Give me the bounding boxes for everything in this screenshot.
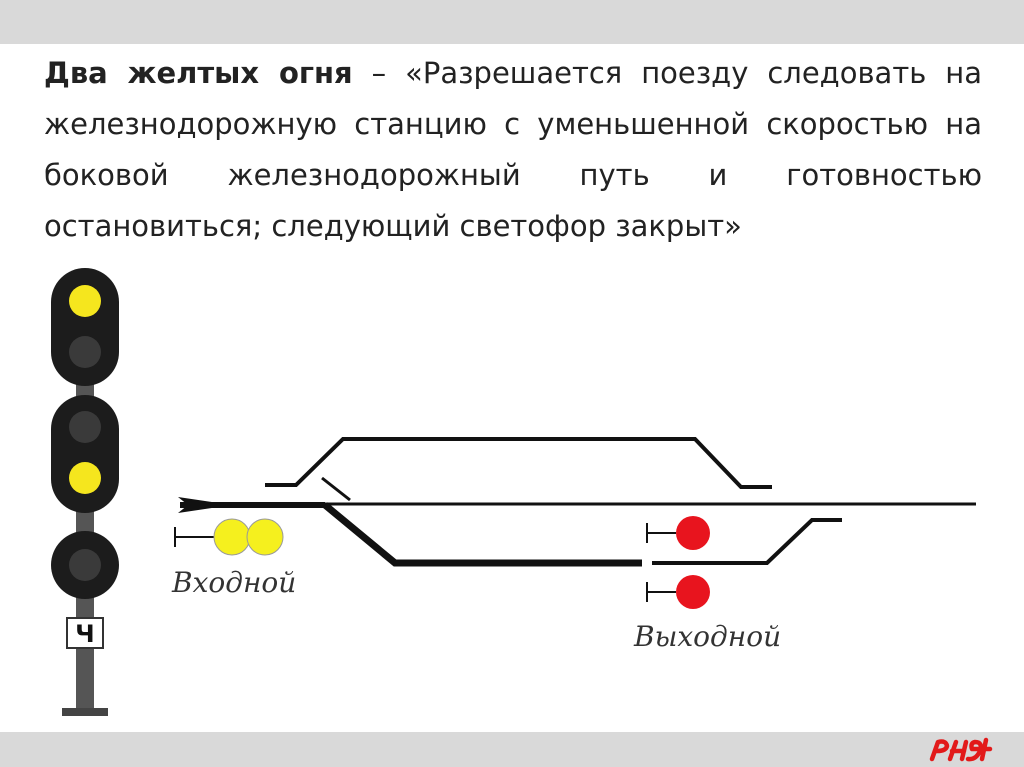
signal-base: [62, 708, 108, 716]
entry-signal: Входной: [171, 518, 296, 599]
rzd-logo-icon: [929, 737, 993, 762]
switch-blade: [321, 476, 351, 502]
bottom-bar: [0, 732, 1024, 767]
signal-plate-label: Ч: [75, 620, 94, 648]
signal-lamp-4: [69, 462, 101, 494]
exit-signals: Выходной: [633, 516, 781, 653]
signal-lamp-1: [69, 285, 101, 317]
signal-lamp-3: [69, 411, 101, 443]
entry-light-1: [213, 518, 251, 556]
signal-lamp-5: [69, 549, 101, 581]
top-bar: [0, 0, 1024, 44]
route-side-track: [322, 502, 642, 567]
signal-head-middle: [51, 395, 119, 513]
side-track-exit: [652, 518, 842, 565]
description-title: Два желтых огня: [44, 56, 353, 90]
description-dash: –: [352, 56, 406, 90]
traffic-light: Ч: [51, 268, 119, 716]
entry-light-2: [246, 518, 284, 556]
signal-lamp-2: [69, 336, 101, 368]
upper-siding-track: [265, 437, 772, 489]
signal-plate: [66, 617, 104, 649]
train-direction-arrow-icon: [178, 497, 232, 513]
exit-light-upper: [676, 516, 710, 550]
signal-head-upper: [51, 268, 119, 386]
exit-light-lower: [676, 575, 710, 609]
entry-signal-label: Входной: [171, 566, 296, 599]
exit-signal-label: Выходной: [633, 620, 781, 653]
description-text: «Разрешается поезду следовать на железно…: [44, 56, 982, 243]
track-scheme: [180, 437, 976, 567]
signal-description: Два желтых огня – «Разрешается поезду сл…: [44, 48, 982, 252]
